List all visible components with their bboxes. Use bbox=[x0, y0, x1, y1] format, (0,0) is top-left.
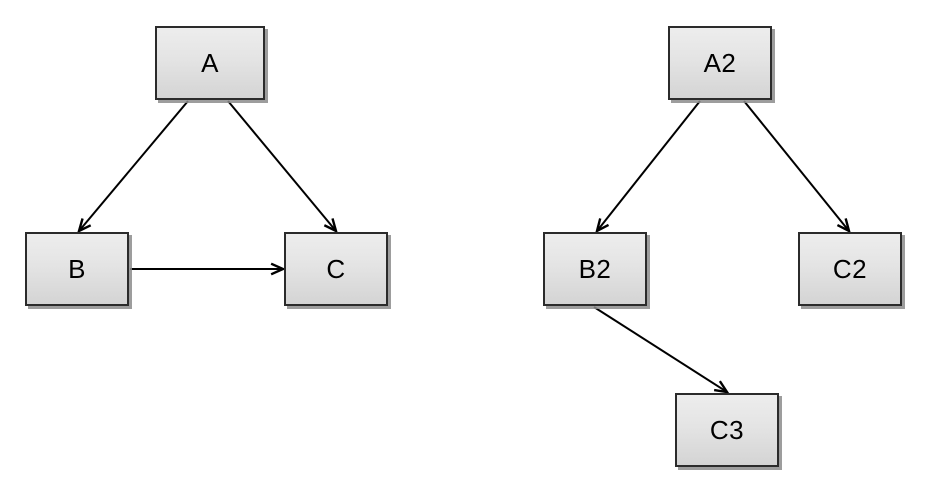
arrowhead-icon bbox=[836, 218, 851, 234]
node-b[interactable]: B bbox=[25, 232, 129, 306]
arrowhead-icon bbox=[77, 218, 92, 234]
edge-line bbox=[743, 100, 849, 231]
edge-a-c bbox=[227, 100, 338, 234]
arrowhead-icon bbox=[713, 380, 730, 394]
node-c[interactable]: C bbox=[284, 232, 388, 306]
edge-a2-c2 bbox=[743, 100, 851, 234]
node-label: A2 bbox=[703, 48, 737, 78]
node-label: B bbox=[68, 254, 86, 284]
arrowhead-icon bbox=[595, 218, 610, 234]
edge-line bbox=[79, 100, 189, 231]
edge-b2-c3 bbox=[593, 306, 730, 394]
node-label: B2 bbox=[578, 254, 612, 284]
edge-b-c bbox=[130, 262, 286, 276]
edge-line bbox=[593, 306, 727, 393]
edge-line bbox=[597, 100, 701, 231]
node-c3[interactable]: C3 bbox=[675, 393, 779, 467]
node-label: A bbox=[201, 48, 219, 78]
edge-a-b bbox=[77, 100, 189, 234]
node-a2[interactable]: A2 bbox=[668, 26, 772, 100]
node-c2[interactable]: C2 bbox=[798, 232, 902, 306]
arrowhead-icon bbox=[323, 218, 338, 234]
node-a[interactable]: A bbox=[155, 26, 265, 100]
edge-a2-b2 bbox=[595, 100, 701, 234]
node-label: C bbox=[326, 254, 346, 284]
edge-line bbox=[227, 100, 336, 231]
arrowhead-icon bbox=[270, 262, 286, 276]
node-label: C3 bbox=[709, 415, 745, 445]
node-b2[interactable]: B2 bbox=[543, 232, 647, 306]
node-label: C2 bbox=[832, 254, 868, 284]
